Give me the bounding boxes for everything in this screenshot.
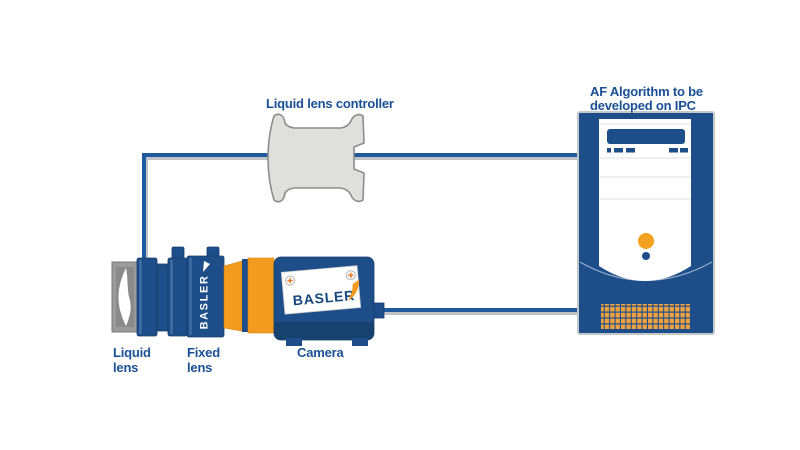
camera-foot bbox=[352, 338, 368, 346]
ipc-vent-grille bbox=[601, 304, 690, 329]
camera-rear-connector bbox=[372, 302, 385, 319]
camera-assembly: BASLER BASLER bbox=[111, 246, 385, 346]
label-fixed-lens-line1: Fixed bbox=[187, 345, 220, 360]
camera-base bbox=[274, 322, 374, 340]
label-liquid-lens-line2: lens bbox=[113, 360, 138, 375]
camera-logo-text: BASLER bbox=[292, 287, 356, 308]
label-fixed-lens-line2: lens bbox=[187, 360, 212, 375]
camera-logo-chevron-icon bbox=[348, 279, 360, 301]
connection-wires bbox=[142, 153, 587, 315]
camera-unit: BASLER bbox=[273, 256, 385, 346]
ipc-front-panel bbox=[599, 119, 691, 281]
fixed-lens-unit: BASLER bbox=[136, 246, 225, 338]
liquid-lens-unit bbox=[111, 261, 139, 333]
camera-foot bbox=[286, 338, 302, 346]
wire-lens-to-controller bbox=[142, 153, 272, 262]
controller-body bbox=[267, 113, 365, 203]
lens-logo-text: BASLER bbox=[199, 275, 211, 330]
camera-label-plate: BASLER bbox=[280, 265, 362, 315]
liquid-lens-element bbox=[118, 268, 131, 326]
ipc-front-buttons bbox=[607, 148, 688, 153]
label-camera: Camera bbox=[297, 345, 344, 360]
label-ipc-line1: AF Algorithm to be bbox=[590, 84, 703, 99]
label-liquid-lens-line1: Liquid bbox=[113, 345, 151, 360]
ipc-tower bbox=[577, 111, 715, 335]
ipc-drive-bay bbox=[607, 129, 685, 144]
label-liquid-lens-controller: Liquid lens controller bbox=[266, 96, 394, 111]
ipc-power-button bbox=[638, 233, 654, 249]
ipc-reset-button bbox=[642, 252, 650, 260]
liquid-lens-controller-device bbox=[267, 113, 365, 203]
label-ipc-line2: developed on IPC bbox=[590, 98, 697, 113]
lens-mount bbox=[223, 257, 275, 334]
lens-logo-chevron-icon bbox=[203, 261, 210, 272]
ipc-panel-curve bbox=[579, 261, 713, 281]
